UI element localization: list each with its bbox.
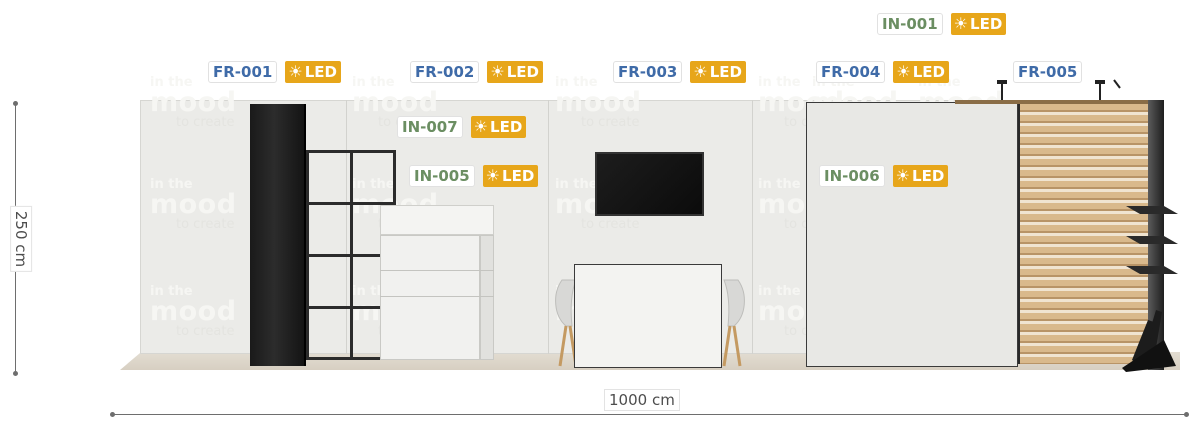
led-badge: ☀LED	[487, 61, 543, 83]
counter-seam	[380, 270, 494, 271]
sun-icon: ☀	[490, 62, 505, 81]
height-dimension-label: 250 cm	[10, 205, 33, 273]
wall-seam	[548, 100, 549, 354]
tv-screen	[595, 152, 704, 216]
reception-desk	[574, 264, 722, 368]
sun-icon: ☀	[896, 62, 911, 81]
counter-seam	[380, 296, 494, 297]
counter-top	[380, 205, 494, 235]
label-fr-005: FR-005	[1013, 61, 1083, 83]
label-code: FR-001	[208, 61, 278, 83]
slat-header	[955, 100, 1150, 104]
sun-icon: ☀	[288, 62, 303, 81]
sun-icon: ☀	[895, 166, 911, 185]
label-in-007: IN-007 ☀LED	[397, 116, 527, 138]
sun-icon: ☀	[953, 14, 969, 33]
spotlight-icon	[997, 80, 1007, 100]
product-shelves	[1122, 206, 1178, 372]
width-dimension-line	[112, 414, 1187, 415]
storage-cabin	[806, 102, 1018, 367]
dimension-endpoint	[1184, 412, 1189, 417]
chair-left	[555, 279, 577, 327]
width-dimension-label: 1000 cm	[604, 389, 680, 411]
wall-seam	[346, 100, 347, 354]
dimension-endpoint	[13, 371, 18, 376]
led-badge: ☀LED	[285, 61, 341, 83]
display-counter	[380, 235, 480, 360]
led-badge: ☀LED	[950, 13, 1007, 35]
sun-icon: ☀	[485, 166, 501, 185]
chairs	[555, 279, 745, 367]
shelf	[1126, 206, 1178, 214]
wall-seam	[752, 100, 753, 354]
label-code: IN-006	[819, 165, 885, 187]
dimension-endpoint	[110, 412, 115, 417]
label-code: IN-001	[877, 13, 943, 35]
spotlight-icon	[1113, 79, 1121, 89]
dimension-endpoint	[13, 101, 18, 106]
wooden-slat-wall	[1018, 104, 1148, 364]
led-badge: ☀LED	[893, 61, 949, 83]
label-code: IN-005	[409, 165, 475, 187]
label-code: FR-004	[816, 61, 886, 83]
black-tower	[250, 104, 306, 366]
label-fr-001: FR-001 ☀LED	[208, 61, 341, 83]
label-code: IN-007	[397, 116, 463, 138]
cube-shelf-frame	[306, 150, 396, 360]
led-badge: ☀LED	[892, 165, 949, 187]
wall-endcap	[1148, 100, 1164, 370]
led-badge: ☀LED	[690, 61, 746, 83]
led-badge: ☀LED	[470, 116, 527, 138]
label-code: FR-002	[410, 61, 480, 83]
led-badge: ☀LED	[482, 165, 539, 187]
label-fr-004: FR-004 ☀LED	[816, 61, 949, 83]
shelf	[1126, 266, 1178, 274]
sun-icon: ☀	[693, 62, 708, 81]
label-fr-003: FR-003 ☀LED	[613, 61, 746, 83]
label-in-006: IN-006 ☀LED	[819, 165, 949, 187]
label-fr-002: FR-002 ☀LED	[410, 61, 543, 83]
label-in-005: IN-005 ☀LED	[409, 165, 539, 187]
spotlight-icon	[1095, 80, 1105, 100]
shelf	[1126, 236, 1178, 244]
spotlights	[997, 79, 1121, 100]
counter-side	[480, 235, 494, 360]
label-in-001: IN-001 ☀LED	[877, 13, 1007, 35]
chair-right	[723, 279, 745, 327]
sun-icon: ☀	[473, 117, 489, 136]
label-code: FR-003	[613, 61, 683, 83]
label-code: FR-005	[1013, 61, 1083, 83]
